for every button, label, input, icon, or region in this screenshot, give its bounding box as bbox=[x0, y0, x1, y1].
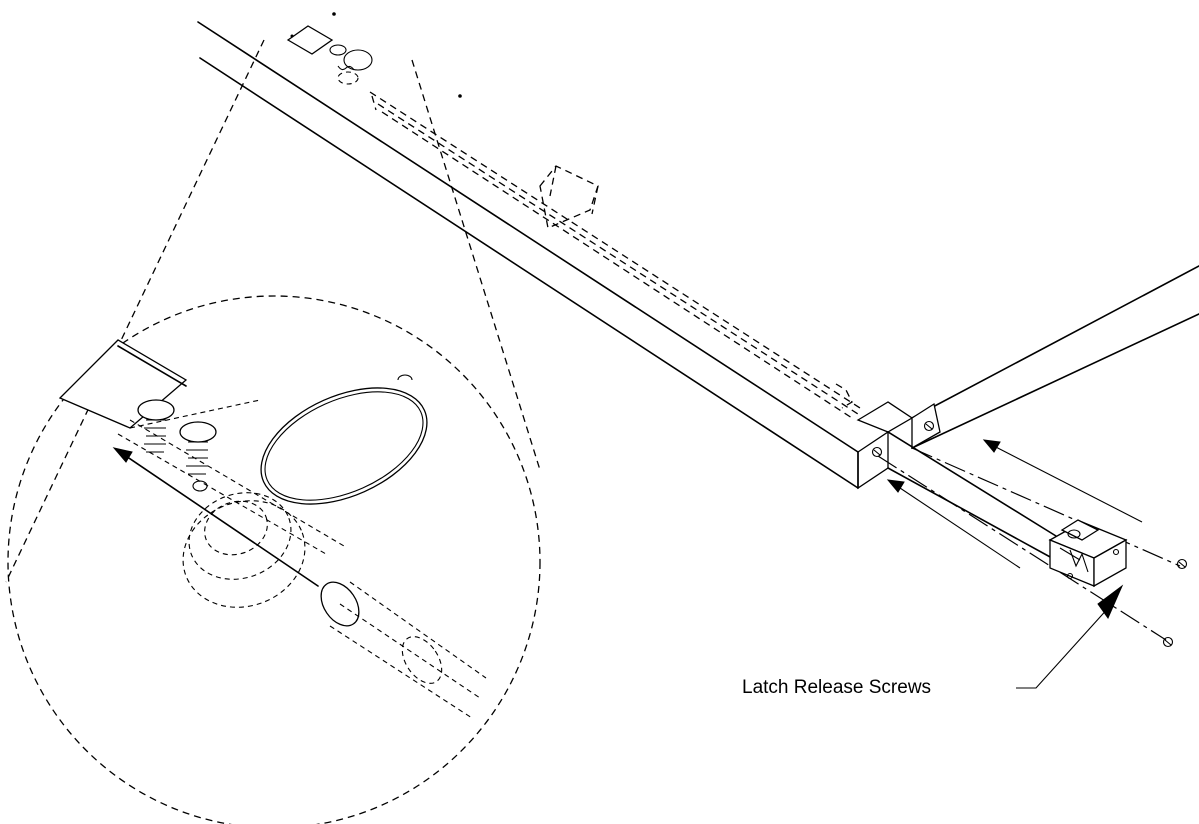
assembly-centerlines bbox=[877, 447, 1181, 641]
second-tube bbox=[911, 265, 1199, 450]
hidden-latch-rod bbox=[369, 91, 861, 419]
latch-release-screws bbox=[1162, 558, 1188, 648]
detail-circle bbox=[7, 295, 541, 824]
callout-leader bbox=[1016, 584, 1124, 689]
detail-view bbox=[58, 339, 487, 719]
detail-projection-lines bbox=[5, 39, 541, 583]
latch-release-screws-label: Latch Release Screws bbox=[742, 677, 932, 698]
assembly-arrows bbox=[886, 439, 1143, 569]
latch-block bbox=[1048, 519, 1128, 588]
tube-end-detail bbox=[286, 12, 462, 98]
main-tube bbox=[197, 21, 914, 490]
inner-rod bbox=[887, 431, 1057, 559]
